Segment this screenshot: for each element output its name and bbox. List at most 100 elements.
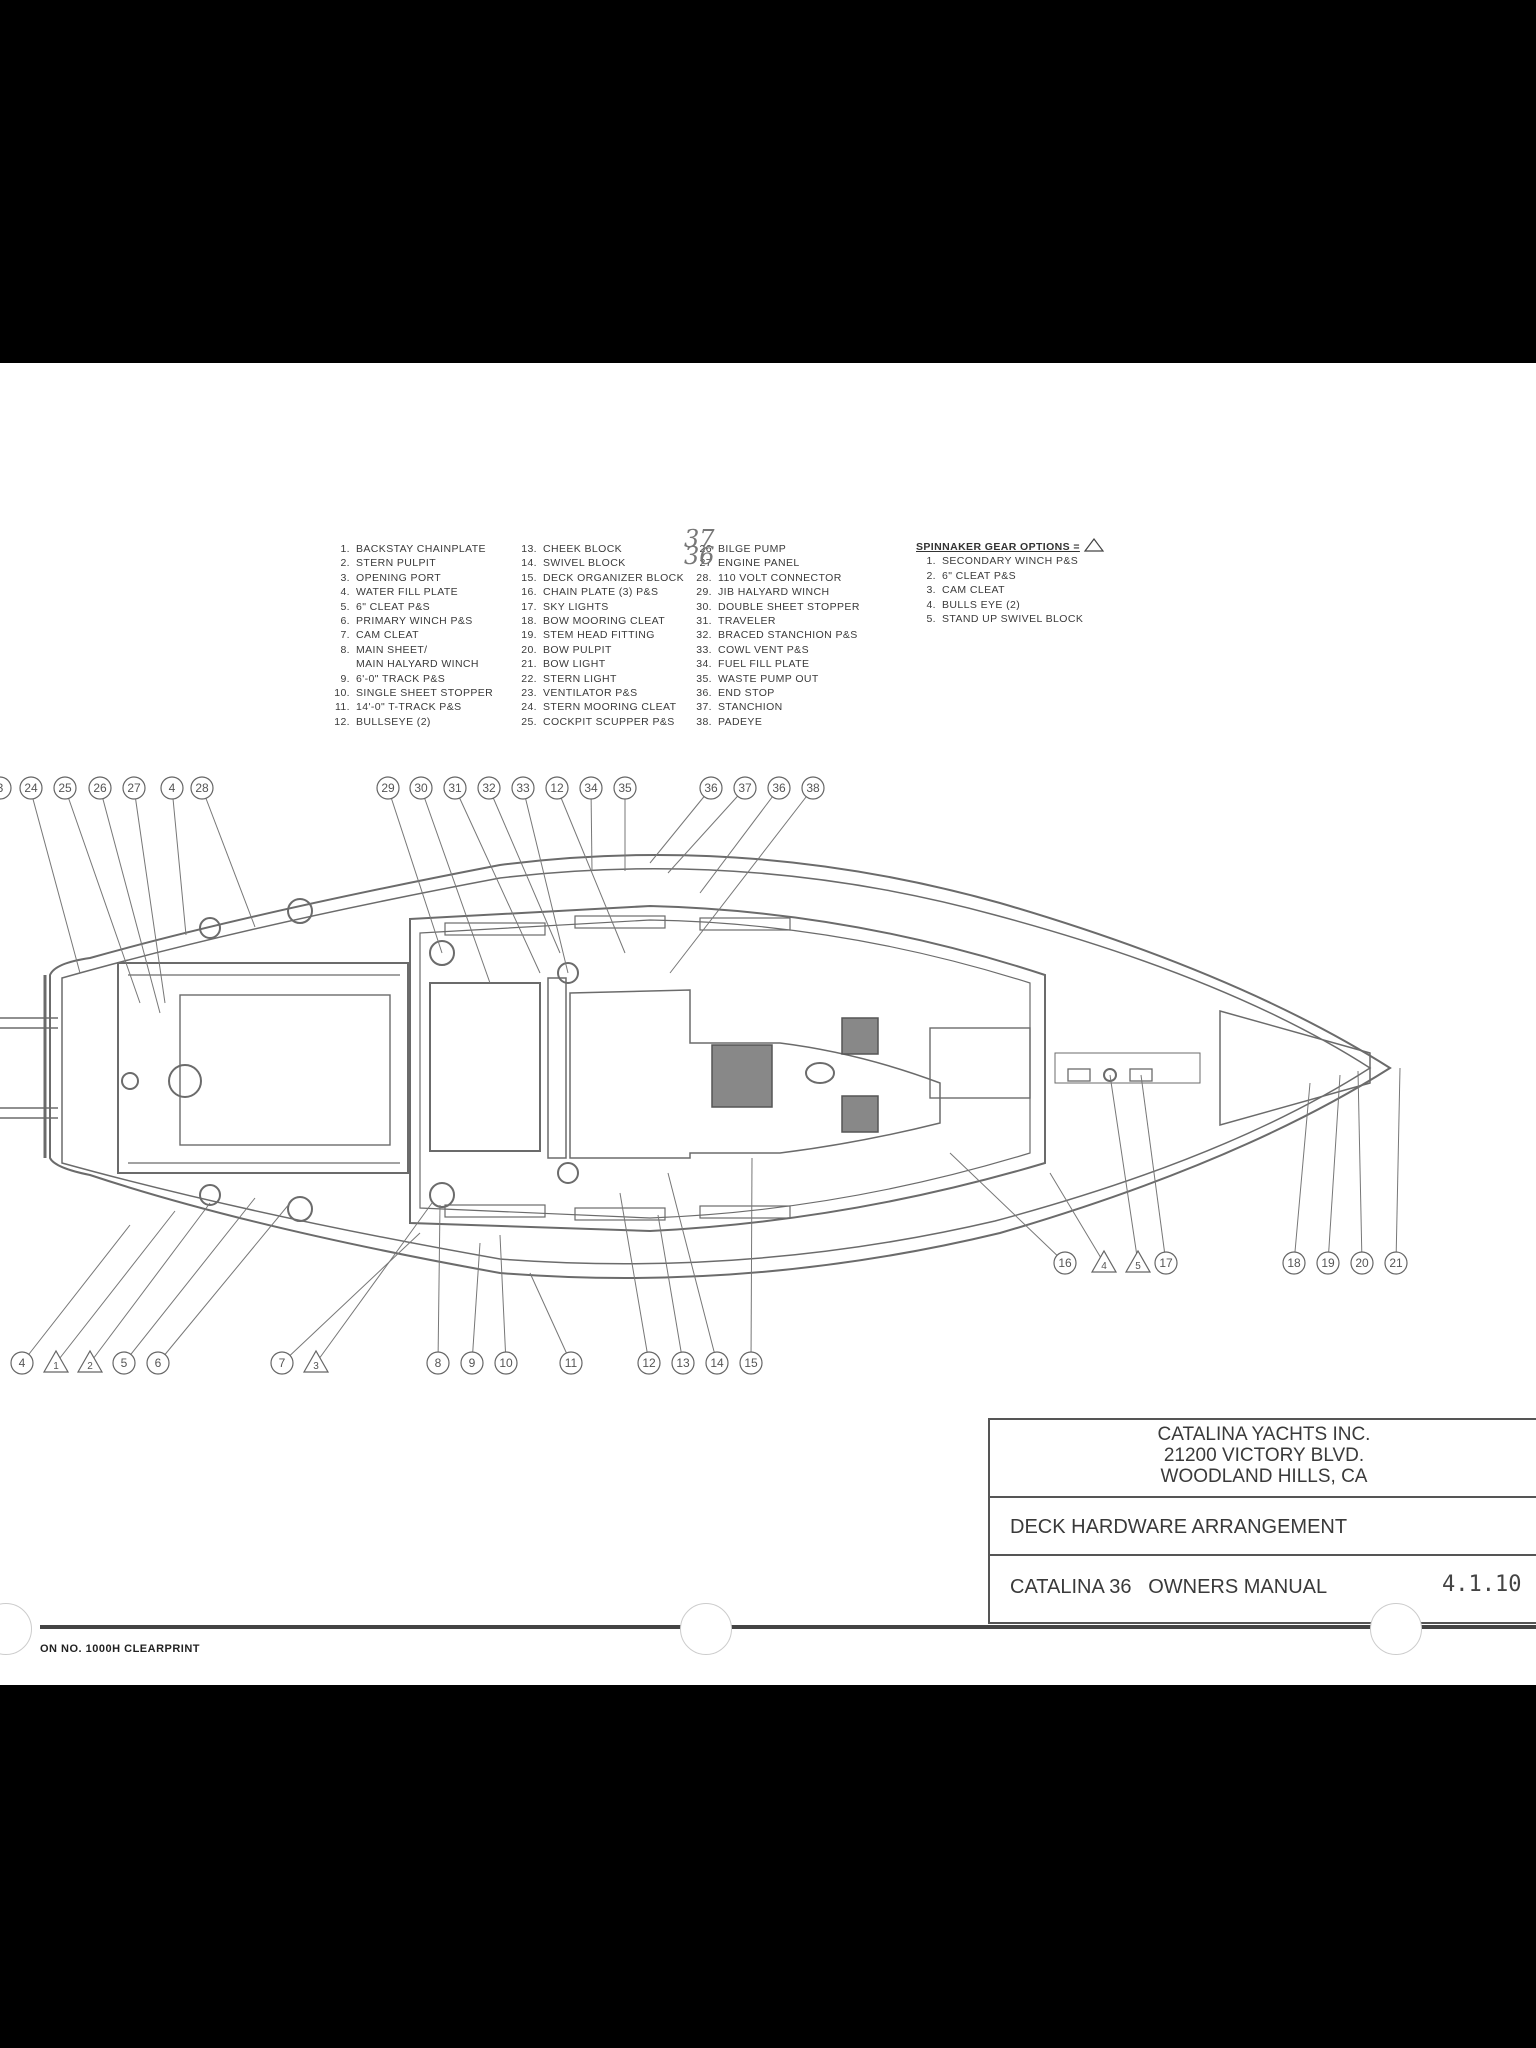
page-number: 4.1.10	[1442, 1572, 1522, 1597]
legend-item-number: 34.	[696, 658, 712, 671]
company-cell: CATALINA YACHTS INC. 21200 VICTORY BLVD.…	[990, 1420, 1536, 1498]
callout-number: 24	[24, 781, 38, 795]
legend-item: 38.PADEYE	[692, 715, 860, 729]
legend-item: 5. 6" CLEAT P&S	[330, 600, 493, 614]
legend-item: 9. 6'-0" TRACK P&S	[330, 672, 493, 686]
legend-item: 25. COCKPIT SCUPPER P&S	[517, 715, 684, 729]
callout-callouts_top-0: 3	[0, 776, 12, 800]
callout-number: 11	[565, 1356, 578, 1370]
callout-callouts_bottom_left-9: 10	[494, 1351, 518, 1375]
callout-callouts_top-8: 30	[409, 776, 433, 800]
callout-callouts_top-18: 38	[801, 776, 825, 800]
legend-item: 14. SWIVEL BLOCK	[517, 556, 684, 570]
legend-item-number: 7.	[340, 629, 350, 642]
callout-callouts_bottom_right-3: 17	[1154, 1251, 1178, 1275]
legend-item: 30.DOUBLE SHEET STOPPER	[692, 600, 860, 614]
spinnaker-item-label: BULLS EYE (2)	[942, 598, 1021, 611]
callout-callouts_bottom_right-5: 19	[1316, 1251, 1340, 1275]
callout-callouts_top-11: 33	[511, 776, 535, 800]
legend-item-label: PRIMARY WINCH P&S	[356, 615, 473, 628]
legend-item-label: DOUBLE SHEET STOPPER	[718, 600, 860, 613]
spinnaker-item-number: 4.	[926, 598, 936, 611]
legend-item-label: JIB HALYARD WINCH	[718, 586, 830, 599]
legend-item-number: 12.	[334, 715, 350, 728]
legend-item: 1.BACKSTAY CHAINPLATE	[330, 542, 493, 556]
callout-callouts_top-6: 28	[190, 776, 214, 800]
handwritten-36: 36	[684, 542, 715, 570]
legend-item-number: 8.	[340, 643, 350, 656]
legend-item-number: 9.	[340, 672, 350, 685]
company-address-1: 21200 VICTORY BLVD.	[1163, 1445, 1365, 1466]
legend-item-label: FUEL FILL PLATE	[718, 658, 810, 671]
legend-item: 18.BOW MOORING CLEAT	[517, 614, 684, 628]
legend-item-number: 29.	[696, 586, 712, 599]
spinnaker-item-number: 5.	[926, 613, 936, 626]
callout-callouts_bottom_left-11: 12	[637, 1351, 661, 1375]
legend-item-number: 26	[699, 543, 712, 555]
legend-item-label: 6" CLEAT P&S	[356, 600, 431, 613]
legend-item-number: 38.	[696, 715, 712, 728]
legend-item: 22.STERN LIGHT	[517, 672, 684, 686]
legend-item-label: SWIVEL BLOCK	[543, 557, 626, 570]
callout-number: 32	[482, 781, 496, 795]
callout-callouts_bottom_left-10: 11	[559, 1351, 583, 1375]
legend-item-number: 22.	[521, 672, 537, 685]
legend-item-number: 35.	[696, 672, 712, 685]
spinnaker-item-number: 2.	[926, 569, 936, 582]
legend-item: 2.STERN PULPIT	[330, 556, 493, 570]
legend-item: 20.BOW PULPIT	[517, 643, 684, 657]
hull-outline	[49, 853, 1392, 1279]
legend-item-label: STEM HEAD FITTING	[543, 629, 655, 642]
callout-callouts_top-14: 35	[613, 776, 637, 800]
paper-imprint: ON NO. 1000H CLEARPRINT	[40, 1643, 201, 1655]
legend-item-number: 32.	[696, 629, 712, 642]
spinnaker-item: 4. BULLS EYE (2)	[916, 598, 1105, 612]
legend-item-label: COWL VENT P&S	[718, 643, 809, 656]
triangle-symbol-icon	[1084, 538, 1105, 552]
callout-callouts_top-13: 34	[579, 776, 603, 800]
legend-item-number: 14.	[521, 557, 537, 570]
callout-number: 12	[642, 1356, 656, 1370]
callout-callouts_top-2: 25	[53, 776, 77, 800]
legend-item: 12. BULLSEYE (2)	[330, 715, 493, 729]
callout-callouts_bottom_right-4: 18	[1282, 1251, 1306, 1275]
callout-number: 38	[806, 781, 820, 795]
callout-number: 8	[435, 1356, 442, 1370]
legend-item-number: 37.	[696, 701, 712, 714]
spinnaker-item-label: 6" CLEAT P&S	[942, 569, 1017, 582]
legend-item-label: COCKPIT SCUPPER P&S	[543, 715, 675, 728]
callout-callouts_bottom_right-6: 20	[1350, 1251, 1374, 1275]
legend-item-number: 36.	[696, 687, 712, 700]
callout-number: 31	[448, 781, 462, 795]
legend-item-label: BOW MOORING CLEAT	[543, 615, 666, 628]
legend-item-number: 16.	[521, 586, 537, 599]
legend-item: 16. CHAIN PLATE (3) P&S	[517, 585, 684, 599]
callout-callouts_top-12: 12	[545, 776, 569, 800]
legend-item-number: 20.	[521, 643, 537, 656]
legend-item-label: CHAIN PLATE (3) P&S	[543, 586, 659, 599]
legend-item-label: END STOP	[718, 687, 775, 700]
legend-item-label: MAIN SHEET/	[356, 643, 428, 656]
legend-item: 7. CAM CLEAT	[330, 628, 493, 642]
legend-item-label: STANCHION	[718, 701, 783, 714]
legend-item-number: 11.	[334, 701, 350, 714]
legend-item-label: 6'-0" TRACK P&S	[356, 672, 446, 685]
callout-number: 28	[195, 781, 209, 795]
legend-item: 24.STERN MOORING CLEAT	[517, 700, 684, 714]
legend-item-label: BULLSEYE (2)	[356, 715, 431, 728]
legend-item: 15.DECK ORGANIZER BLOCK	[517, 571, 684, 585]
callout-callouts_top-3: 26	[88, 776, 112, 800]
callout-number: 5	[1135, 1261, 1141, 1272]
callout-number: 3	[0, 781, 4, 795]
legend-item-number: 25.	[521, 715, 537, 728]
legend-item-number: 5.	[340, 600, 350, 613]
legend-item: 33.COWL VENT P&S	[692, 643, 860, 657]
legend-item-label: CAM CLEAT	[356, 629, 419, 642]
legend-item-label: DECK ORGANIZER BLOCK	[543, 571, 685, 584]
legend-item: 37. STANCHION	[692, 700, 860, 714]
